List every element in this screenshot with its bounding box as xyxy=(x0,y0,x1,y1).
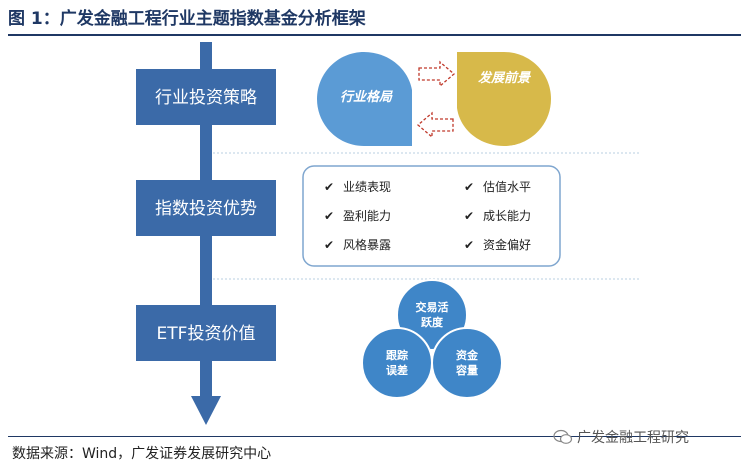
advantage-list-left: ✔ 业绩表现 ✔ 盈利能力 ✔ 风格暴露 xyxy=(324,180,391,252)
advantage-item: 盈利能力 xyxy=(343,209,391,223)
check-icon: ✔ xyxy=(464,209,474,223)
advantage-item: 资金偏好 xyxy=(483,237,531,252)
check-icon: ✔ xyxy=(324,180,334,194)
bubble-label: 行业格局 xyxy=(340,89,393,105)
step-label: 指数投资优势 xyxy=(155,199,257,219)
footer-rule xyxy=(8,436,741,437)
circle-tracking-error: 跟踪 误差 xyxy=(361,327,433,399)
check-icon: ✔ xyxy=(324,209,334,223)
check-icon: ✔ xyxy=(464,180,474,194)
bubble-development-prospect: 发展前景 xyxy=(457,52,551,146)
source-note: 数据来源：Wind，广发证券发展研究中心 xyxy=(12,446,272,462)
circle-label: 跃度 xyxy=(421,315,444,329)
watermark: 广发金融工程研究 xyxy=(553,427,689,447)
arrow-right-icon xyxy=(418,60,455,88)
circle-label: 容量 xyxy=(455,363,478,377)
step-box-industry-strategy: 行业投资策略 xyxy=(136,69,276,125)
circle-label: 误差 xyxy=(386,363,408,377)
check-icon: ✔ xyxy=(464,238,474,252)
advantage-item: 业绩表现 xyxy=(343,180,391,194)
advantage-item: 成长能力 xyxy=(483,209,531,223)
advantages-box xyxy=(302,165,561,267)
step-box-etf-value: ETF投资价值 xyxy=(136,305,276,361)
advantage-list-right: ✔ 估值水平 ✔ 成长能力 ✔ 资金偏好 xyxy=(464,179,531,252)
watermark-text: 广发金融工程研究 xyxy=(577,430,689,446)
flow-arrow-head xyxy=(191,396,221,425)
circle-label: 资金 xyxy=(456,348,479,362)
bubble-label: 发展前景 xyxy=(478,70,532,86)
page-title: 图 1：广发金融工程行业主题指数基金分析框架 xyxy=(8,9,366,29)
circle-fund-capacity: 资金 容量 xyxy=(431,327,503,399)
check-icon: ✔ xyxy=(324,238,334,252)
step-label: 行业投资策略 xyxy=(155,88,257,108)
advantage-item: 估值水平 xyxy=(483,179,531,194)
circle-label: 交易活 xyxy=(416,300,449,314)
circle-label: 跟踪 xyxy=(386,348,408,362)
step-box-index-advantage: 指数投资优势 xyxy=(136,180,276,236)
step-label: ETF投资价值 xyxy=(157,324,256,344)
advantage-item: 风格暴露 xyxy=(343,237,391,252)
wechat-icon xyxy=(553,429,573,444)
bubble-industry-landscape: 行业格局 xyxy=(317,52,412,146)
arrow-left-icon xyxy=(417,111,454,139)
title-rule xyxy=(8,34,741,36)
